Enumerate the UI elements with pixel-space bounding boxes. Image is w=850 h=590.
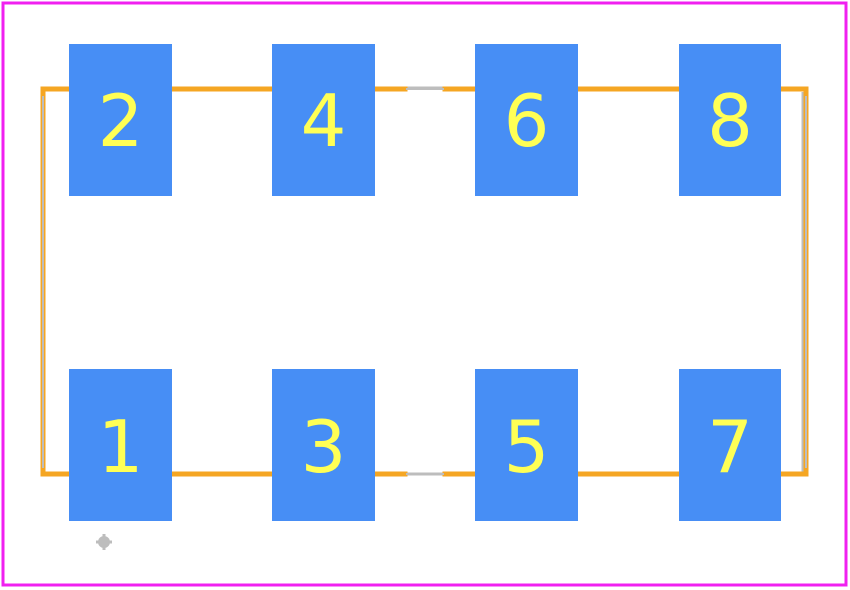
silk-top-left xyxy=(40,86,73,119)
pad-8[interactable]: 8 xyxy=(679,44,781,196)
pad-2[interactable]: 2 xyxy=(69,44,172,196)
pad-5-copper xyxy=(475,369,578,521)
pad-4-label: 4 xyxy=(301,79,347,163)
pad-5[interactable]: 5 xyxy=(475,369,578,521)
pad-2-copper xyxy=(69,44,172,196)
pad-3-label: 3 xyxy=(301,405,347,489)
pad-6-copper xyxy=(475,44,578,196)
pad-5-label: 5 xyxy=(504,405,550,489)
fabrication-side-overlay xyxy=(42,88,807,475)
pad-3[interactable]: 3 xyxy=(272,369,375,521)
pad-row-bottom: 1 3 5 7 xyxy=(69,369,781,521)
pad-7[interactable]: 7 xyxy=(679,369,781,521)
pad-1-copper xyxy=(69,369,172,521)
pad-8-label: 8 xyxy=(707,79,753,163)
pad-4[interactable]: 4 xyxy=(272,44,375,196)
pin1-marker-icon xyxy=(96,534,112,550)
pad-1[interactable]: 1 xyxy=(69,369,172,521)
pad-7-copper xyxy=(679,369,781,521)
silk-bottom-left xyxy=(40,113,73,477)
pad-3-copper xyxy=(272,369,375,521)
pad-8-copper xyxy=(679,44,781,196)
pad-1-label: 1 xyxy=(98,405,144,489)
pad-6[interactable]: 6 xyxy=(475,44,578,196)
pad-7-label: 7 xyxy=(707,405,753,489)
pad-6-label: 6 xyxy=(504,79,550,163)
pad-4-copper xyxy=(272,44,375,196)
pad-2-label: 2 xyxy=(98,79,144,163)
pad-row-top: 2 4 6 8 xyxy=(69,44,781,196)
